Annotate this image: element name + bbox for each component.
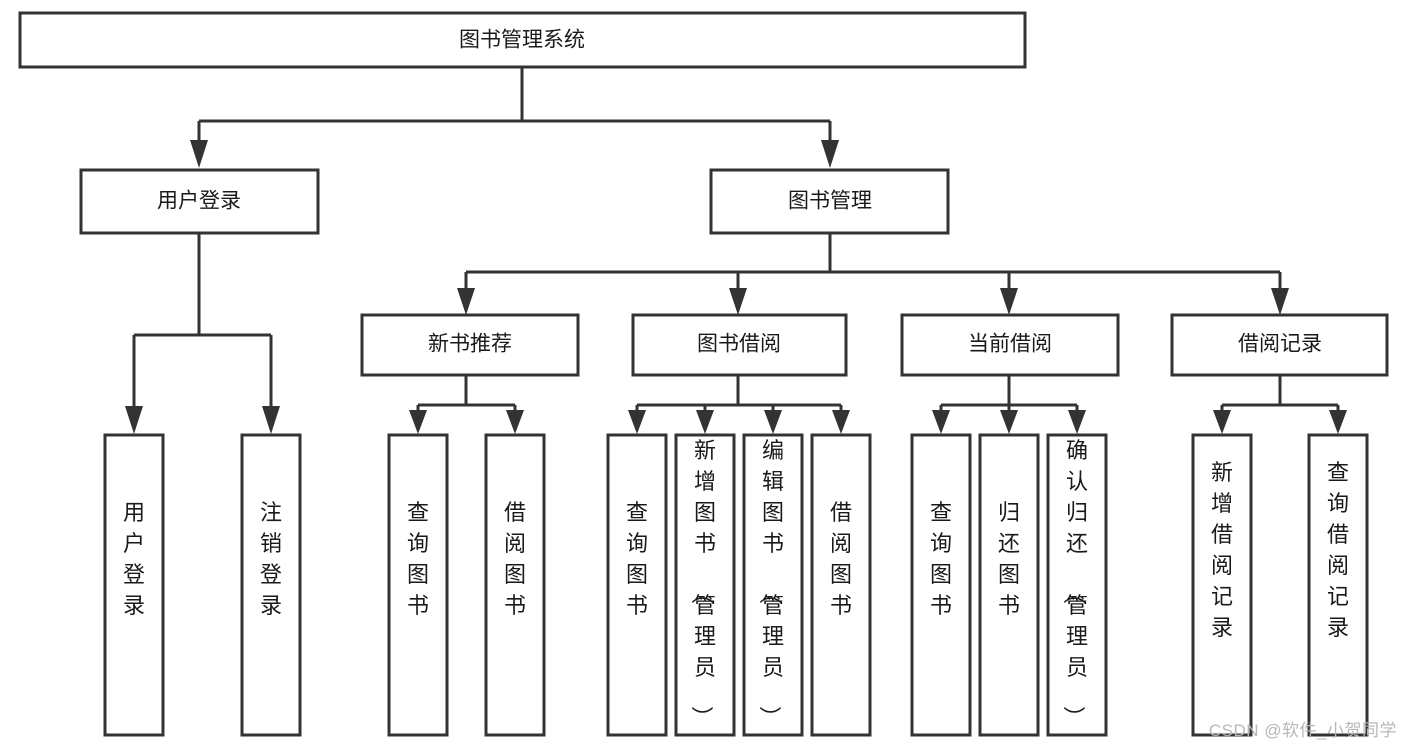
connector-group-borrow-record xyxy=(1213,375,1347,434)
arrow-head-icon xyxy=(1271,288,1289,315)
node-book-manage[interactable]: 图书管理 xyxy=(709,168,950,235)
leaf-box[interactable] xyxy=(1046,433,1108,737)
leaf-label: 编辑图书（管理员） xyxy=(757,438,784,728)
leaf-book-borrow-1[interactable]: 新增图书（管理员） xyxy=(674,433,736,737)
node-root-label: 图书管理系统 xyxy=(459,29,585,52)
leaf-box[interactable] xyxy=(1191,433,1253,737)
arrow-head-icon xyxy=(1068,410,1086,434)
arrow-head-icon xyxy=(262,406,280,434)
leaf-box[interactable] xyxy=(387,433,449,737)
arrow-head-icon xyxy=(821,140,839,168)
leaf-label: 查询图书 xyxy=(626,500,648,618)
leaf-box[interactable] xyxy=(910,433,972,737)
leaf-current-borrow-2[interactable]: 确认归还（管理员） xyxy=(1046,433,1108,737)
connector-group-root xyxy=(190,67,839,168)
arrow-head-icon xyxy=(764,410,782,434)
arrow-head-icon xyxy=(696,410,714,434)
leaf-label: 新增图书（管理员） xyxy=(689,438,716,728)
leaf-box[interactable] xyxy=(978,433,1040,737)
node-book-manage-label: 图书管理 xyxy=(788,190,872,213)
leaf-box[interactable] xyxy=(606,433,668,737)
node-root-box[interactable] xyxy=(18,11,1027,69)
leaf-box[interactable] xyxy=(484,433,546,737)
leaf-user-login-1[interactable]: 注销登录 xyxy=(240,433,302,737)
arrow-head-icon xyxy=(729,288,747,315)
arrow-head-icon xyxy=(1329,410,1347,434)
leaf-box[interactable] xyxy=(810,433,872,737)
leaf-label: 注销登录 xyxy=(260,500,282,618)
arrow-head-icon xyxy=(409,410,427,434)
node-borrow-record[interactable]: 借阅记录 xyxy=(1170,313,1389,377)
arrow-head-icon xyxy=(628,410,646,434)
arrow-head-icon xyxy=(1000,288,1018,315)
leaf-new-book-1[interactable]: 借阅图书 xyxy=(484,433,546,737)
leaf-label: 查询借阅记录 xyxy=(1327,460,1349,640)
leaf-label: 用户登录 xyxy=(123,500,145,618)
leaf-current-borrow-0[interactable]: 查询图书 xyxy=(910,433,972,737)
leaf-new-book-0[interactable]: 查询图书 xyxy=(387,433,449,737)
node-book-borrow-box[interactable] xyxy=(631,313,848,377)
leaf-label: 查询图书 xyxy=(930,500,952,618)
node-new-book-recommend[interactable]: 新书推荐 xyxy=(360,313,580,377)
node-user-login[interactable]: 用户登录 xyxy=(79,168,320,235)
arrow-head-icon xyxy=(1000,410,1018,434)
node-root[interactable]: 图书管理系统 xyxy=(18,11,1027,69)
arrow-head-icon xyxy=(125,406,143,434)
leaf-book-borrow-2[interactable]: 编辑图书（管理员） xyxy=(742,433,804,737)
node-current-borrow-label: 当前借阅 xyxy=(968,333,1052,356)
leaf-box[interactable] xyxy=(742,433,804,737)
leaf-label: 新增借阅记录 xyxy=(1211,460,1233,640)
node-user-login-box[interactable] xyxy=(79,168,320,235)
arrow-head-icon xyxy=(190,140,208,168)
arrow-head-icon xyxy=(506,410,524,434)
leaf-book-borrow-3[interactable]: 借阅图书 xyxy=(810,433,872,737)
node-current-borrow-box[interactable] xyxy=(900,313,1120,377)
node-new-book-recommend-box[interactable] xyxy=(360,313,580,377)
leaf-box[interactable] xyxy=(1307,433,1369,737)
connector-group-user-login xyxy=(125,233,280,434)
node-user-login-label: 用户登录 xyxy=(157,190,241,213)
arrow-head-icon xyxy=(932,410,950,434)
node-borrow-record-box[interactable] xyxy=(1170,313,1389,377)
leaf-label: 归还图书 xyxy=(998,500,1020,618)
node-book-borrow[interactable]: 图书借阅 xyxy=(631,313,848,377)
connector-group-book-manage xyxy=(457,233,1289,315)
leaf-current-borrow-1[interactable]: 归还图书 xyxy=(978,433,1040,737)
leaf-label: 借阅图书 xyxy=(830,500,852,618)
leaf-box[interactable] xyxy=(103,433,165,737)
node-current-borrow[interactable]: 当前借阅 xyxy=(900,313,1120,377)
leaf-borrow-record-1[interactable]: 查询借阅记录 xyxy=(1307,433,1369,737)
node-new-book-recommend-label: 新书推荐 xyxy=(428,333,512,356)
connector-group-current-borrow xyxy=(932,375,1086,434)
leaf-borrow-record-0[interactable]: 新增借阅记录 xyxy=(1191,433,1253,737)
leaf-box[interactable] xyxy=(674,433,736,737)
arrow-head-icon xyxy=(832,410,850,434)
connector-group-new-book xyxy=(409,375,524,434)
node-book-borrow-label: 图书借阅 xyxy=(697,333,781,356)
arrow-head-icon xyxy=(457,288,475,315)
leaf-label: 确认归还（管理员） xyxy=(1061,438,1088,728)
leaf-box[interactable] xyxy=(240,433,302,737)
leaf-book-borrow-0[interactable]: 查询图书 xyxy=(606,433,668,737)
node-borrow-record-label: 借阅记录 xyxy=(1238,333,1322,356)
leaf-label: 查询图书 xyxy=(407,500,429,618)
node-book-manage-box[interactable] xyxy=(709,168,950,235)
connector-group-book-borrow xyxy=(628,375,850,434)
arrow-head-icon xyxy=(1213,410,1231,434)
leaf-user-login-0[interactable]: 用户登录 xyxy=(103,433,165,737)
leaf-label: 借阅图书 xyxy=(504,500,526,618)
